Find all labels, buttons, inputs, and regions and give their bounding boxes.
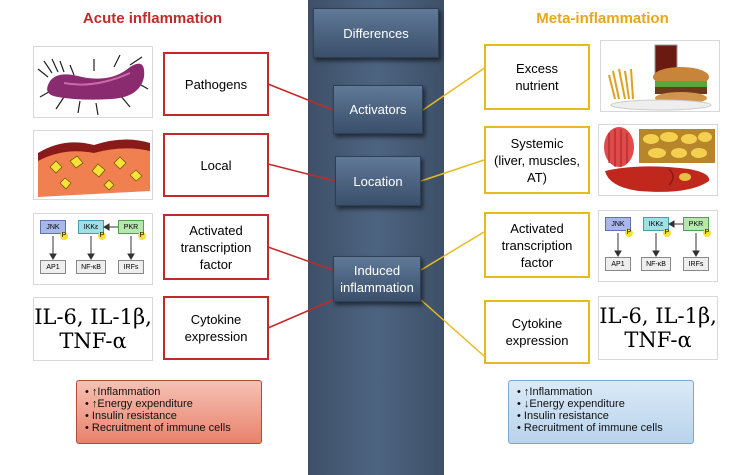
pathogens-box: Pathogens (163, 52, 269, 116)
local-tissue-image (33, 130, 153, 200)
right-heading: Meta-inflammation (536, 10, 669, 27)
food-image (600, 40, 720, 112)
excess-nutrient-box: Excess nutrient (484, 44, 590, 110)
right-signaling-arrows (614, 220, 700, 257)
systemic-box: Systemic (liver, muscles, AT) (484, 126, 590, 194)
acute-effect-1: • ↑Inflammation (85, 386, 161, 398)
differences-button[interactable]: Differences (313, 8, 439, 58)
acute-effect-4: • Recruitment of immune cells (85, 422, 231, 434)
left-kinase-jnk: JNK (40, 220, 66, 234)
left-phospho-1: P (60, 232, 68, 240)
bacteria-icon (37, 54, 149, 116)
left-phospho-2: P (98, 232, 106, 240)
right-factor-ap1: AP1 (605, 257, 631, 271)
meta-effect-1: • ↑Inflammation (517, 386, 593, 398)
right-cytokine-expression-box: Cytokine expression (484, 300, 590, 364)
left-cytokines-line1: IL-6, IL-1β, (34, 305, 152, 329)
left-heading: Acute inflammation (82, 10, 223, 27)
activators-button[interactable]: Activators (333, 85, 423, 134)
meta-effect-3: • Insulin resistance (517, 410, 609, 422)
left-factor-ap1: AP1 (40, 260, 66, 274)
acute-effect-2: • ↑Energy expenditure (85, 398, 193, 410)
right-factor-irfs: IRFs (683, 257, 709, 271)
left-signaling-image: JNK IKKε PKR AP1 NF-κB IRFs P P P (33, 213, 153, 285)
acute-effect-3: • Insulin resistance (85, 410, 177, 422)
center-column (308, 0, 444, 475)
right-factor-nfkb: NF-κB (641, 257, 671, 271)
right-signaling-image: JNK IKKε PKR AP1 NF-κB IRFs P P P (598, 210, 718, 282)
local-box: Local (163, 133, 269, 197)
left-signaling-arrows (49, 223, 135, 260)
left-factor-irfs: IRFs (118, 260, 144, 274)
left-cytokine-expression-box: Cytokine expression (163, 296, 269, 360)
tissue-icon (38, 139, 150, 197)
right-phospho-2: P (663, 229, 671, 237)
left-cytokines-line2: TNF-α (59, 329, 127, 353)
location-button[interactable]: Location (335, 156, 421, 206)
organs-icon (604, 127, 715, 192)
meta-effect-4: • Recruitment of immune cells (517, 422, 663, 434)
induced-inflammation-button[interactable]: Induced inflammation (333, 256, 421, 302)
right-kinase-pkr: PKR (683, 217, 709, 231)
bacteria-image (33, 46, 153, 118)
right-cytokines-line1: IL-6, IL-1β, (599, 304, 717, 328)
right-phospho-1: P (625, 229, 633, 237)
food-icon (608, 44, 712, 111)
left-cytokines: IL-6, IL-1β, TNF-α (33, 297, 153, 361)
meta-effects-box: • ↑Inflammation • ↓Energy expenditure • … (508, 380, 694, 444)
left-transcription-factor-box: Activated transcription factor (163, 214, 269, 280)
organs-image (598, 124, 718, 196)
acute-effects-box: • ↑Inflammation • ↑Energy expenditure • … (76, 380, 262, 444)
left-factor-nfkb: NF-κB (76, 260, 106, 274)
right-cytokines: IL-6, IL-1β, TNF-α (598, 296, 718, 360)
right-transcription-factor-box: Activated transcription factor (484, 212, 590, 278)
left-kinase-pkr: PKR (118, 220, 144, 234)
right-kinase-ikk: IKKε (643, 217, 669, 231)
right-cytokines-line2: TNF-α (624, 328, 692, 352)
right-kinase-jnk: JNK (605, 217, 631, 231)
meta-effect-2: • ↓Energy expenditure (517, 398, 625, 410)
left-phospho-3: P (138, 232, 146, 240)
right-phospho-3: P (703, 229, 711, 237)
